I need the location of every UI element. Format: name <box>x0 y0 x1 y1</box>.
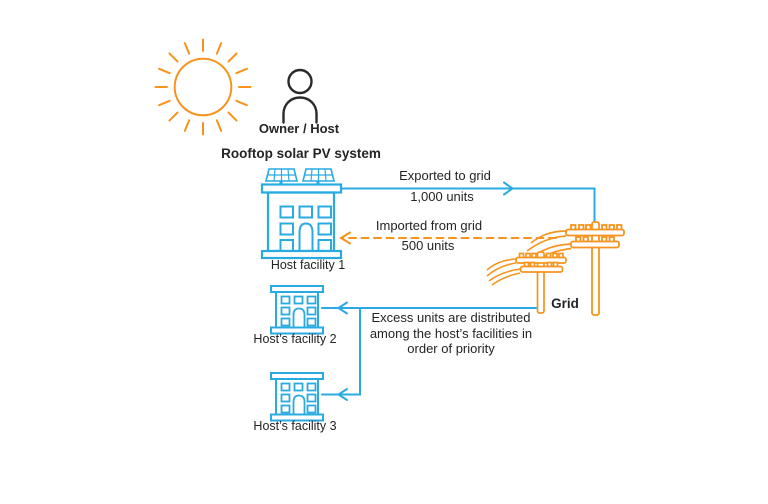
imported-from-grid-label: Imported from grid <box>375 218 483 233</box>
imported-units-value: 500 units <box>401 238 455 253</box>
power-pole-icon <box>486 221 625 316</box>
exported-units-value: 1,000 units <box>410 189 474 204</box>
sun-icon <box>154 38 252 136</box>
solar-panel-icon <box>264 168 336 186</box>
host-facility-3-building <box>270 372 324 422</box>
power-pole-large <box>526 221 625 316</box>
excess-distribution-note: Excess units are distributed among the h… <box>369 310 533 356</box>
host-facility-1-label: Host facility 1 <box>270 258 346 272</box>
exported-to-grid-label: Exported to grid <box>399 168 491 183</box>
power-pole-small <box>486 251 567 314</box>
host-facility-2-label: Host’s facility 2 <box>253 332 337 346</box>
import-flow-arrow <box>339 231 557 245</box>
rooftop-system-label: Rooftop solar PV system <box>221 146 381 161</box>
host-facility-2-building <box>270 285 324 335</box>
host-facility-1-building <box>260 168 343 260</box>
host-facility-3-label: Host’s facility 3 <box>253 419 337 433</box>
owner-host-label: Owner / Host <box>258 121 340 136</box>
excess-flow-arrows <box>321 301 537 401</box>
export-flow-arrow <box>340 181 596 223</box>
grid-label: Grid <box>551 296 579 311</box>
person-icon <box>282 68 318 124</box>
building-icon <box>260 183 343 260</box>
